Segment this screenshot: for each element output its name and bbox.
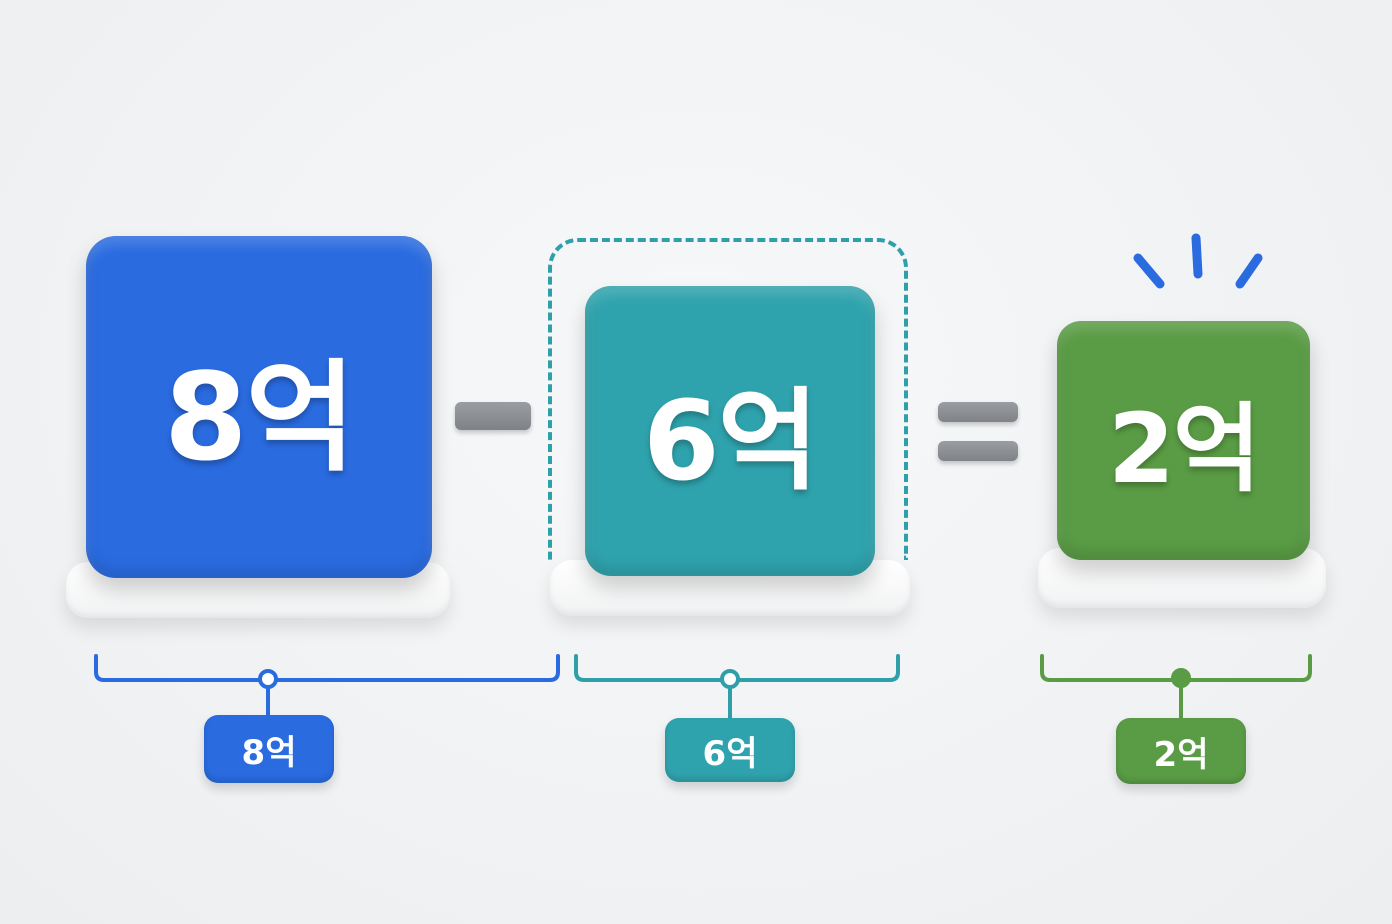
minuend-bracket [94,654,560,717]
result-tile: 2억 [1057,321,1310,560]
subtrahend-tile: 6억 [585,286,875,576]
equals-sign-bottom-bar [938,441,1018,461]
subtrahend-bracket [574,654,900,720]
burst-ray-left [1133,253,1165,289]
minuend-bracket-line [94,654,560,682]
result-bracket-node [1171,668,1191,688]
minuend-label: 8억 [204,715,334,783]
subtrahend-dashed-outline [548,238,908,560]
emphasis-burst-icon [1133,233,1263,289]
burst-ray-center [1191,233,1203,279]
equals-sign-top-bar [938,402,1018,422]
minuend-tile: 8억 [86,236,432,578]
result-label: 2억 [1116,718,1246,784]
minuend-value: 8억 [164,349,356,488]
subtrahend-value: 6억 [643,377,819,505]
result-bracket [1040,654,1312,720]
subtrahend-bracket-node [720,669,740,689]
minuend-bracket-node [258,669,278,689]
result-value: 2억 [1107,393,1261,505]
burst-ray-right [1235,253,1263,289]
subtrahend-label: 6억 [665,718,795,782]
minus-sign [455,402,531,430]
